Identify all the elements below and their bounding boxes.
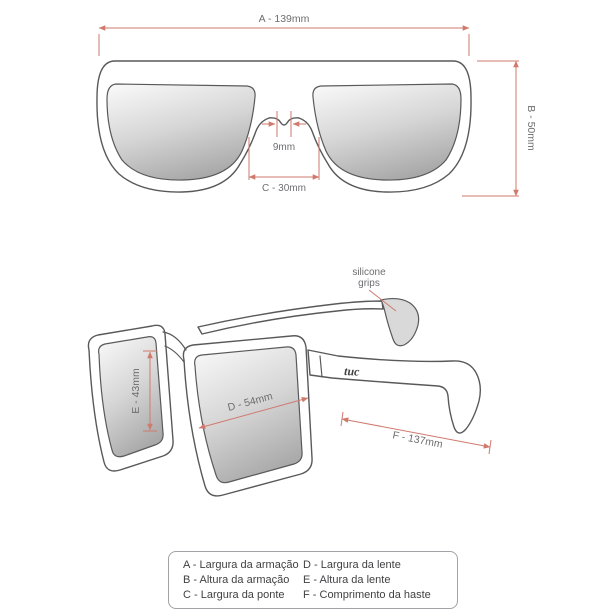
side-left-lens xyxy=(98,336,164,458)
front-left-lens xyxy=(106,83,256,181)
legend-column-left: A - Largura da armação B - Altura da arm… xyxy=(183,559,303,601)
dim-b-label: B - 50mm xyxy=(525,105,537,151)
side-bridge xyxy=(162,331,187,363)
silicone-grips-callout: silicone grips xyxy=(352,267,397,312)
side-view: tuc silicone grips E - 43mm D - 54mm F -… xyxy=(87,267,492,497)
legend-item-a: A - Largura da armação xyxy=(183,559,299,571)
near-temple xyxy=(307,349,482,434)
dim-bridge: 9mm xyxy=(262,111,306,153)
dim-f-label: F - 137mm xyxy=(392,429,444,451)
far-temple xyxy=(197,300,384,335)
dim-e: E - 43mm xyxy=(130,350,157,432)
dim-e-label: E - 43mm xyxy=(130,368,142,414)
dim-bridge-label: 9mm xyxy=(273,142,295,153)
legend-item-b: B - Altura da armação xyxy=(183,574,290,586)
front-view: A - 139mm B - 50mm 9mm C - 30mm xyxy=(96,13,537,197)
dim-a-label: A - 139mm xyxy=(259,13,310,25)
legend-item-c: C - Largura da ponte xyxy=(183,589,285,601)
hinge-line xyxy=(319,355,323,378)
silicone-grip xyxy=(380,297,420,347)
legend-column-right: D - Largura da lente E - Altura da lente… xyxy=(303,559,431,601)
legend-item-d: D - Largura da lente xyxy=(303,559,401,571)
legend-item-f: F - Comprimento da haste xyxy=(303,589,431,601)
dim-c-label: C - 30mm xyxy=(262,183,306,194)
legend-item-e: E - Altura da lente xyxy=(303,574,391,586)
dim-c: C - 30mm xyxy=(248,137,320,194)
silicone-grips-label-line2: grips xyxy=(358,278,380,289)
dim-b: B - 50mm xyxy=(462,60,537,197)
silicone-grips-label-line1: silicone xyxy=(352,267,386,278)
front-right-lens xyxy=(312,83,462,181)
brand-logo: tuc xyxy=(344,364,360,379)
dim-a: A - 139mm xyxy=(98,13,470,56)
sunglasses-dimension-diagram: A - 139mm B - 50mm 9mm C - 30mm xyxy=(87,13,537,497)
legend: A - Largura da armação B - Altura da arm… xyxy=(168,551,458,609)
